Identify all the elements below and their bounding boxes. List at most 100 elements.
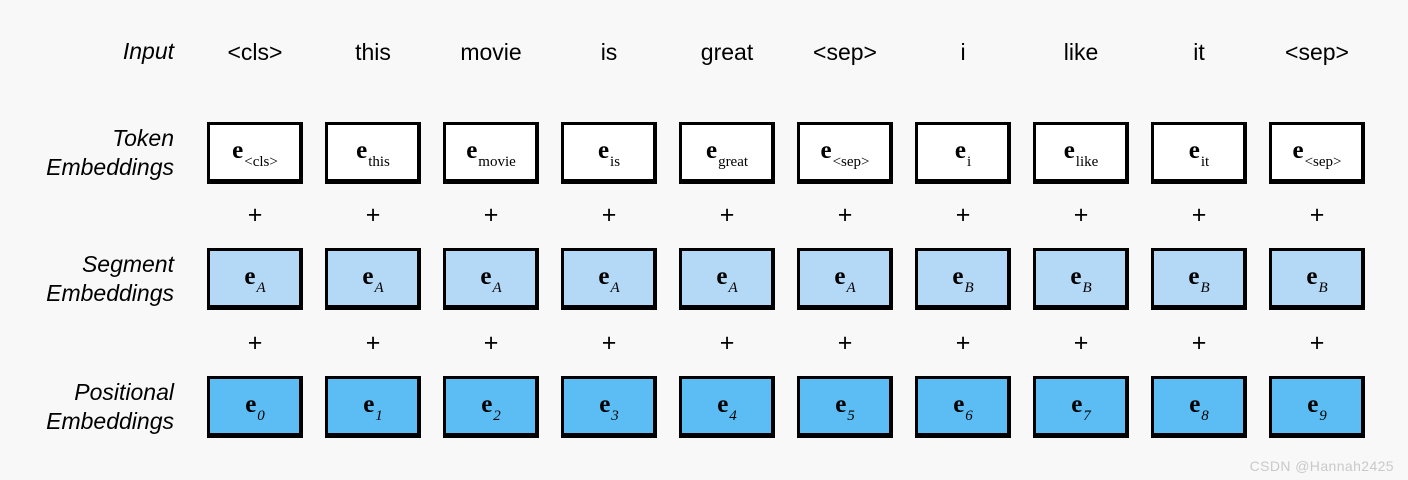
plus-sign: + (1073, 200, 1089, 229)
token-embedding-box: ei (915, 122, 1011, 184)
embedding-symbol: e (716, 262, 728, 290)
embedding-label: ei (954, 136, 971, 170)
position-embedding-box: e5 (797, 376, 893, 438)
embedding-subscript: 7 (1083, 408, 1091, 425)
embedding-label: e7 (1071, 390, 1091, 424)
plus-sign: + (365, 328, 381, 357)
plus-sign: + (719, 328, 735, 357)
embedding-label: e<cls> (232, 136, 278, 170)
embedding-subscript: i (966, 154, 972, 171)
token-embedding-cell: e<sep> (1258, 122, 1376, 184)
embedding-symbol: e (954, 136, 966, 164)
embedding-symbol: e (356, 136, 368, 164)
embedding-label: eA (480, 264, 501, 296)
token-embedding-cell: ei (904, 122, 1022, 184)
embedding-label: eis (598, 138, 620, 170)
plus-sign: + (601, 328, 617, 357)
segment-embedding-cell: eA (668, 248, 786, 310)
positional-embedding-cell: e7 (1022, 376, 1140, 438)
embedding-label: e0 (245, 392, 265, 424)
token-embedding-cell: eit (1140, 122, 1258, 184)
embedding-subscript: it (1200, 154, 1210, 171)
position-embedding-box: e9 (1269, 376, 1365, 438)
embedding-subscript: B (1200, 280, 1210, 297)
embedding-subscript: B (1318, 280, 1328, 297)
embedding-subscript: A (492, 280, 502, 297)
token-embedding-cell: eis (550, 122, 668, 184)
embedding-symbol: e (232, 136, 244, 164)
input-token-cell: i (904, 39, 1022, 66)
plus-sign: + (1073, 328, 1089, 357)
input-token-cell: is (550, 39, 668, 66)
input-row-label: Input (122, 38, 174, 65)
input-token-text: <sep> (1285, 38, 1349, 65)
embedding-symbol: e (466, 136, 478, 164)
embedding-symbol: e (1292, 136, 1304, 164)
segment-embedding-box: eA (679, 248, 775, 310)
token-embedding-cell: elike (1022, 122, 1140, 184)
position-embedding-box: e2 (443, 376, 539, 438)
position-embedding-box: e3 (561, 376, 657, 438)
plus-cell: + (904, 200, 1022, 229)
token-embedding-box: e<cls> (207, 122, 303, 184)
plus-sign: + (601, 200, 617, 229)
token-embedding-box: ethis (325, 122, 421, 184)
embedding-symbol: e (481, 390, 493, 418)
plus-cell: + (550, 328, 668, 357)
plus-sign: + (247, 200, 263, 229)
input-token-cell: <sep> (786, 39, 904, 66)
plus-sign: + (483, 328, 499, 357)
embedding-label: e2 (481, 390, 501, 424)
plus-sign: + (719, 200, 735, 229)
input-token-cell: <cls> (196, 39, 314, 66)
plus-sign: + (1309, 328, 1325, 357)
embedding-symbol: e (1071, 390, 1083, 418)
plus-cell: + (1022, 200, 1140, 229)
embedding-symbol: e (835, 390, 847, 418)
embedding-symbol: e (244, 262, 256, 290)
positional-embedding-cell: e5 (786, 376, 904, 438)
segment-embedding-cell: eB (1022, 248, 1140, 310)
token-embedding-cell: emovie (432, 122, 550, 184)
plus-sign: + (483, 200, 499, 229)
embedding-symbol: e (717, 390, 729, 418)
segment-embedding-box: eA (561, 248, 657, 310)
positional-embedding-cell: e9 (1258, 376, 1376, 438)
embedding-symbol: e (598, 262, 610, 290)
input-token-text: <cls> (227, 38, 283, 65)
segment-embedding-box: eB (1033, 248, 1129, 310)
position-embedding-box: e6 (915, 376, 1011, 438)
embedding-symbol: e (362, 262, 374, 290)
input-token-cell: it (1140, 39, 1258, 66)
embedding-subscript: 3 (611, 408, 619, 425)
embedding-label: e4 (717, 390, 737, 424)
plus-row-segment-position: ++++++++++ (0, 328, 1408, 358)
embedding-symbol: e (1070, 262, 1082, 290)
embedding-subscript: 0 (257, 408, 265, 425)
embedding-label: eit (1189, 138, 1209, 170)
plus-cell: + (904, 330, 1022, 356)
position-embedding-box: e7 (1033, 376, 1129, 438)
token-embedding-box: elike (1033, 122, 1129, 184)
segment-embeddings-row-label: Segment Embeddings (46, 250, 174, 306)
plus-cells-1: ++++++++++ (196, 200, 1408, 229)
embedding-subscript: A (256, 280, 266, 297)
plus-cell: + (668, 328, 786, 357)
embedding-label: eA (244, 262, 265, 296)
embedding-symbol: e (820, 136, 832, 164)
plus-cell: + (432, 328, 550, 357)
plus-cell: + (786, 330, 904, 356)
plus-sign: + (955, 200, 971, 229)
positional-embeddings-row-label: Positional Embeddings (46, 378, 174, 434)
position-embedding-box: e4 (679, 376, 775, 438)
token-embedding-box: emovie (443, 122, 539, 184)
token-embedding-box: egreat (679, 122, 775, 184)
plus-sign: + (365, 200, 381, 229)
embedding-subscript: 5 (847, 408, 855, 425)
embedding-subscript: A (610, 280, 620, 297)
plus-cell: + (314, 200, 432, 229)
embedding-subscript: <sep> (832, 154, 870, 171)
